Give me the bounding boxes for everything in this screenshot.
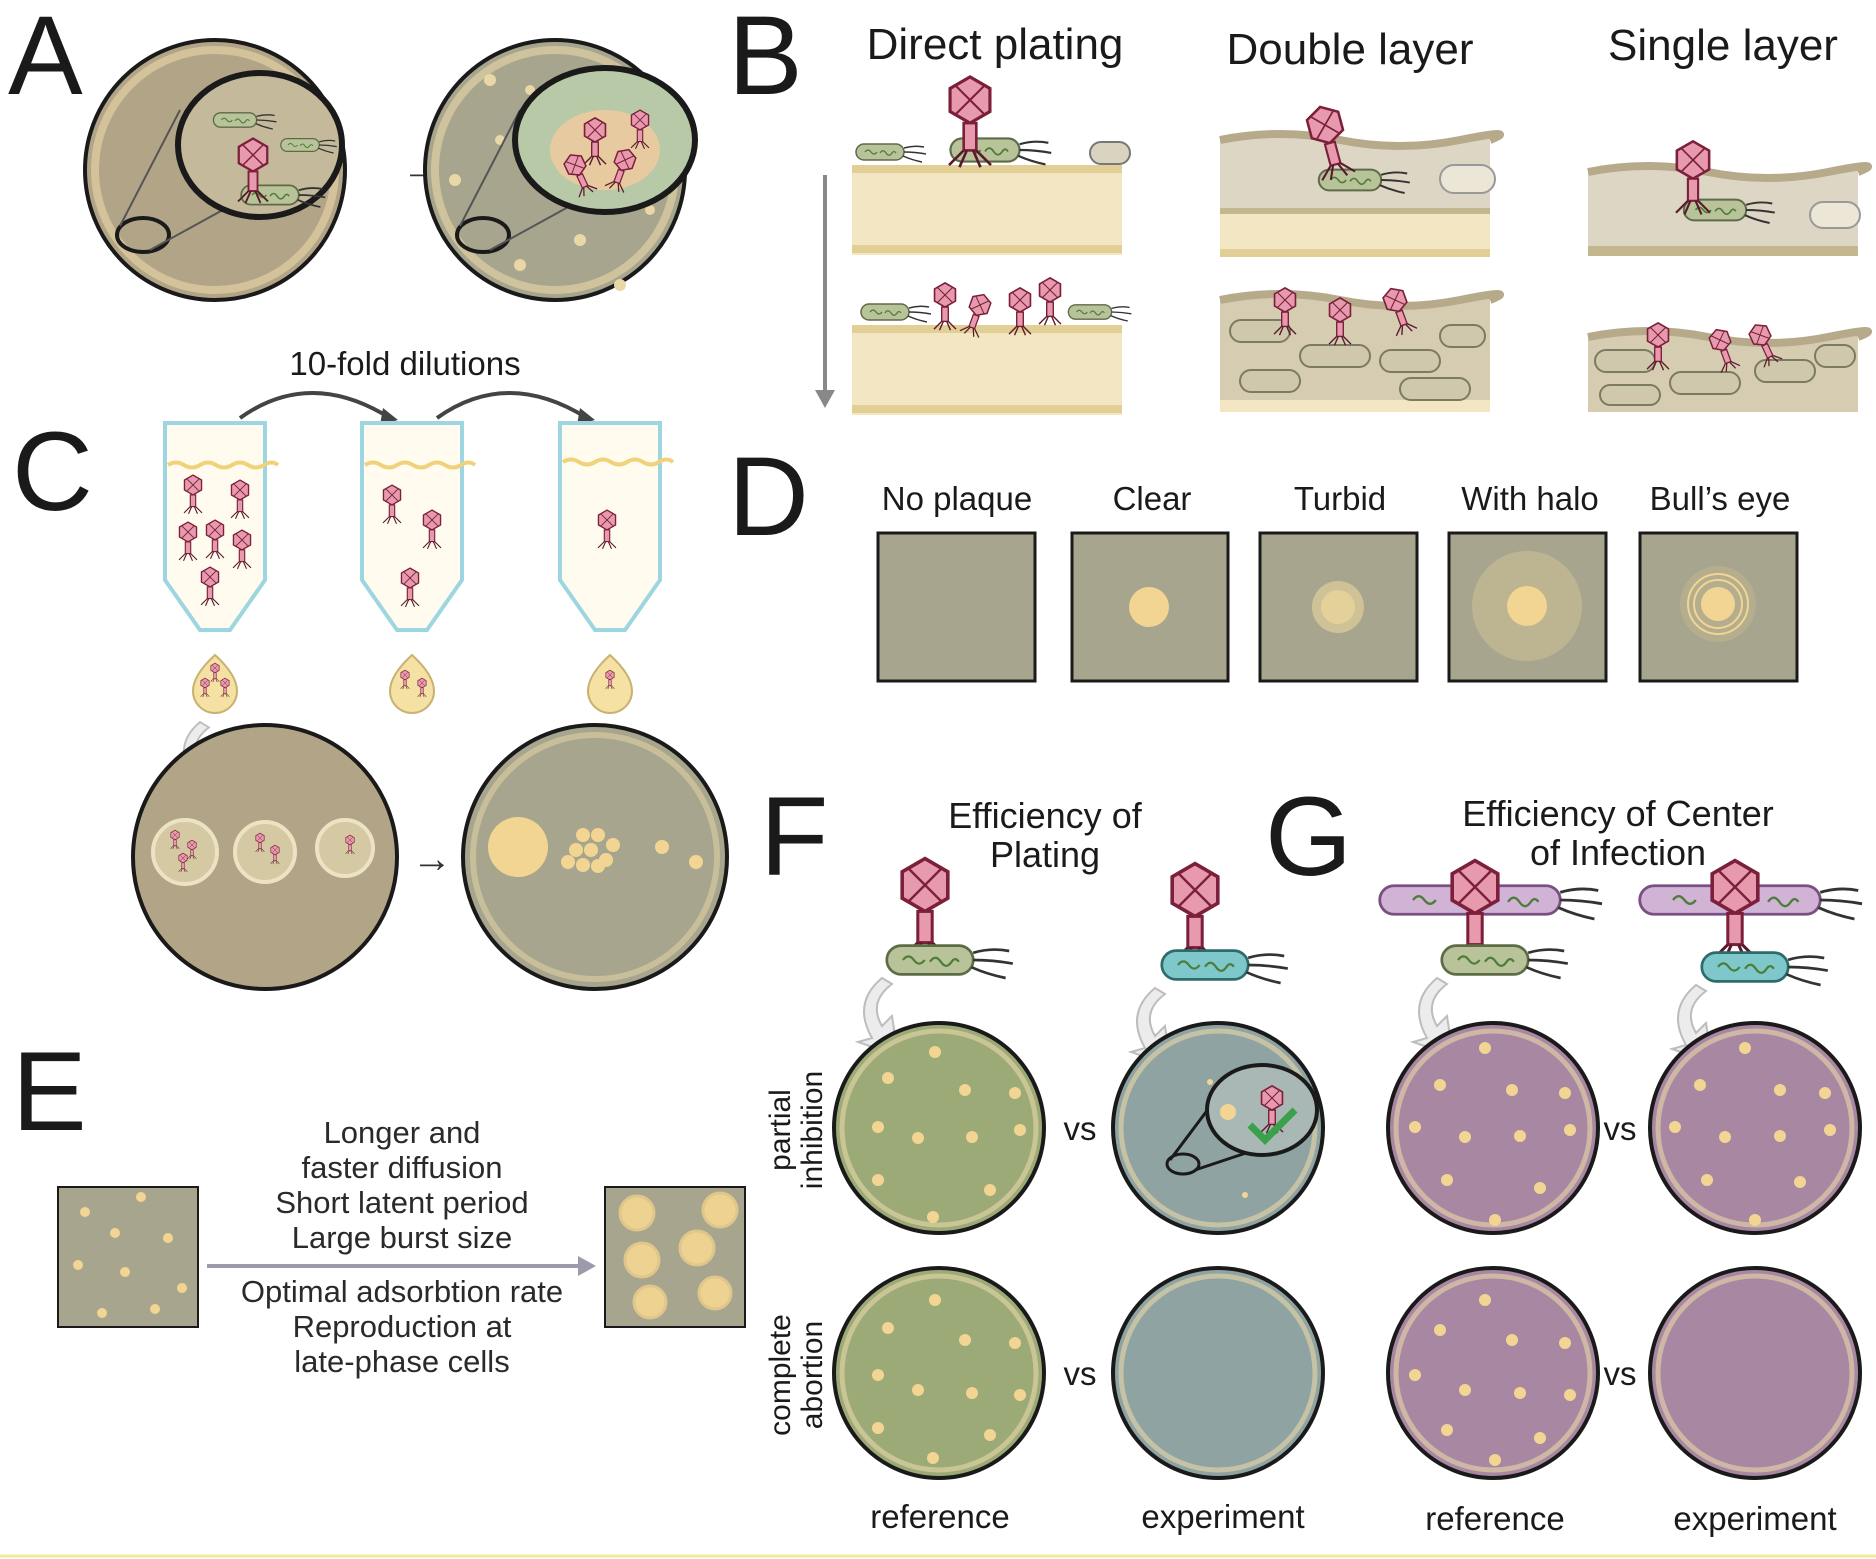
square-small-plaques: [57, 1186, 199, 1328]
single-layer-before: [1587, 140, 1872, 256]
e-lower-line-2: Reproduction at: [293, 1309, 512, 1344]
row-label-partial-2: inhibition: [796, 1071, 829, 1189]
g-plate-reference-partial: [1386, 1021, 1600, 1235]
panel-a: A →: [8, 0, 698, 302]
row-label-complete-2: abortion: [796, 1321, 829, 1429]
header-double-layer: Double layer: [1226, 25, 1473, 74]
double-layer-after: [1219, 284, 1504, 412]
panel-f: F Efficiency of Plating partial inhibiti…: [760, 774, 1325, 1535]
dilution-arrow-2: [435, 391, 589, 420]
panel-c: C 10-fold dilutions: [12, 345, 729, 991]
panel-letter-d: D: [728, 434, 809, 559]
tube-2: [360, 421, 477, 714]
panel-e: E Longer and faster diffusion Short late…: [12, 1029, 746, 1379]
f-plate-reference-complete: [832, 1266, 1046, 1480]
e-upper-line-2: faster diffusion: [301, 1150, 502, 1185]
vs-g-complete: vs: [1604, 1355, 1637, 1392]
vs-f-partial: vs: [1064, 1110, 1097, 1147]
direct-plating-after: [852, 277, 1133, 415]
panel-letter-e: E: [12, 1029, 87, 1154]
plate-with-drops: [131, 723, 399, 991]
panel-letter-g: G: [1265, 774, 1352, 899]
plaque-type-bulls-eye: Bull’s eye: [1650, 480, 1791, 517]
tube-3: [558, 421, 675, 714]
header-single-layer: Single layer: [1608, 21, 1838, 70]
panel-letter-c: C: [12, 409, 93, 534]
f-plate-experiment-partial: [1111, 1021, 1325, 1235]
f-plate-reference-partial: [832, 1021, 1046, 1235]
e-upper-line-3: Short latent period: [275, 1185, 528, 1220]
plaque-type-no-plaque: No plaque: [882, 480, 1032, 517]
plaque-type-with-halo: With halo: [1461, 480, 1599, 517]
e-upper-line-1: Longer and: [324, 1115, 481, 1150]
panel-letter-a: A: [8, 0, 83, 118]
g-title-line-2: of Infection: [1530, 832, 1706, 873]
double-layer-before: [1219, 101, 1504, 257]
panel-g: G Efficiency of Center of Infection vs: [1265, 774, 1864, 1537]
f-bacterium-experiment: [1160, 949, 1290, 985]
g-label-experiment: experiment: [1673, 1500, 1836, 1537]
square-large-plaques: [604, 1186, 746, 1328]
panel-b: B Direct plating Double layer Single lay…: [728, 0, 1872, 415]
plate-before-infection: [83, 38, 347, 302]
dilution-arrow-1: [238, 391, 392, 420]
tube-1: [163, 421, 280, 714]
panel-letter-f: F: [760, 774, 828, 899]
row-label-complete-1: complete: [764, 1314, 797, 1436]
dilution-label: 10-fold dilutions: [289, 345, 520, 382]
square-no-plaque: [876, 531, 1037, 683]
g-plate-experiment-complete: [1648, 1266, 1862, 1480]
e-lower-line-1: Optimal adsorbtion rate: [241, 1274, 563, 1309]
single-layer-after: [1587, 320, 1872, 412]
square-turbid: [1258, 531, 1419, 683]
g-bacterium-experiment: [1700, 951, 1830, 987]
plaque-type-turbid: Turbid: [1294, 480, 1386, 517]
square-clear: [1070, 531, 1230, 683]
vs-f-complete: vs: [1064, 1355, 1097, 1392]
panel-d: D No plaque Clear Turbid With halo Bull’…: [728, 434, 1799, 683]
header-direct-plating: Direct plating: [867, 20, 1124, 69]
time-arrow: [815, 175, 835, 408]
f-title-line-1: Efficiency of: [948, 795, 1142, 836]
plate-with-plaques: [461, 723, 729, 991]
plate-after-infection: [423, 38, 698, 302]
direct-plating-before: [852, 75, 1131, 255]
f-plate-experiment-complete: [1111, 1266, 1325, 1480]
row-label-partial-1: partial: [764, 1089, 797, 1171]
panel-letter-b: B: [728, 0, 803, 118]
g-plate-experiment-partial: [1648, 1021, 1862, 1235]
square-bulls-eye: [1638, 531, 1799, 683]
f-bacterium-reference: [885, 944, 1015, 980]
g-label-reference: reference: [1425, 1500, 1564, 1537]
g-title-line-1: Efficiency of Center: [1462, 793, 1773, 834]
f-label-experiment: experiment: [1141, 1498, 1304, 1535]
g-plate-reference-complete: [1386, 1266, 1600, 1480]
f-title-line-2: Plating: [990, 834, 1100, 875]
f-label-reference: reference: [870, 1498, 1009, 1535]
plaque-type-clear: Clear: [1113, 480, 1192, 517]
arrow-c: →: [412, 837, 452, 881]
square-with-halo: [1447, 531, 1608, 683]
e-upper-line-4: Large burst size: [292, 1220, 513, 1255]
e-lower-line-3: late-phase cells: [294, 1344, 509, 1379]
vs-g-partial: vs: [1604, 1110, 1637, 1147]
g-bacterium-reference: [1440, 944, 1570, 980]
